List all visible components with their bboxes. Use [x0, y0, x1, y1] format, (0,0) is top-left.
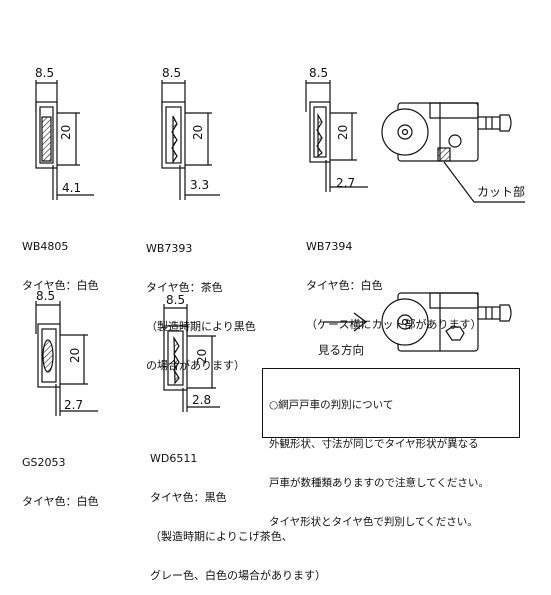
profile-wb4805 [35, 80, 94, 200]
part-desc-line: タイヤ色：茶色 [146, 281, 223, 294]
note-line: 外観形状、寸法が同じでタイヤ形状が異なる [269, 438, 479, 450]
part-desc-line: （製造時期により黒色 [146, 320, 256, 333]
dim-width-label: 8.5 [166, 293, 185, 307]
part-label-gs2053: GS2053 タイヤ色：白色 [22, 430, 99, 521]
dim-width-label: 8.5 [35, 66, 54, 80]
dim-height-label: 20 [68, 348, 82, 363]
dim-gap-label: 3.3 [190, 178, 209, 192]
profile-wd6511 [163, 304, 220, 412]
part-label-wb7394: WB7394 タイヤ色：白色 （ケース横にカット部があります） [306, 214, 481, 344]
dim-height-label: 20 [191, 125, 205, 140]
dim-gap-label: 4.1 [62, 181, 81, 195]
part-code: WB7394 [306, 240, 353, 253]
part-desc-line: （製造時期によりこげ茶色、 [150, 530, 293, 543]
part-code: WB7393 [146, 242, 193, 255]
view-direction-label: 見る方向 [318, 343, 364, 357]
part-code: GS2053 [22, 456, 66, 469]
note-line: 戸車が数種類ありますので注意してください。 [269, 477, 489, 489]
wheel-diagram: 8.5 20 4.1 8.5 20 3.3 8.5 20 2.7 [35, 66, 525, 416]
roller-side-view-top [381, 102, 512, 162]
cut-label: カット部 [477, 184, 525, 199]
part-desc-line: タイヤ色：白色 [22, 279, 99, 292]
dim-width-label: 8.5 [36, 289, 55, 303]
part-desc-line: の場合があります） [146, 359, 245, 372]
part-desc-line: タイヤ色：白色 [22, 495, 99, 508]
profile-wb7394 [305, 80, 368, 192]
cut-leader-line [443, 161, 525, 203]
part-code: WD6511 [150, 452, 198, 465]
dim-width-label: 8.5 [162, 66, 181, 80]
dim-gap-label: 2.7 [64, 398, 83, 412]
part-desc-line: タイヤ色：黒色 [150, 491, 227, 504]
part-desc-line: （ケース横にカット部があります） [306, 318, 482, 331]
profile-gs2053 [35, 301, 98, 416]
dim-height-label: 20 [336, 125, 350, 140]
dim-height-label: 20 [59, 125, 73, 140]
note-line: ○網戸戸車の判別について [269, 399, 394, 411]
view-direction-arrow [323, 312, 368, 332]
dim-gap-label: 2.7 [336, 176, 355, 190]
part-label-wb4805: WB4805 タイヤ色：白色 [22, 214, 99, 305]
part-label-wb7393: WB7393 タイヤ色：茶色 （製造時期により黒色 の場合があります） [146, 216, 256, 385]
dim-width-label: 8.5 [309, 66, 328, 80]
profile-wb7393 [161, 80, 220, 200]
part-code: WB4805 [22, 240, 69, 253]
dim-height-label: 20 [195, 349, 209, 364]
dim-gap-label: 2.8 [192, 393, 211, 407]
roller-side-view-bottom [381, 292, 512, 352]
part-desc-line: グレー色、白色の場合があります） [150, 569, 326, 582]
part-desc-line: タイヤ色：白色 [306, 279, 383, 292]
identification-note-box: ○網戸戸車の判別について 外観形状、寸法が同じでタイヤ形状が異なる 戸車が数種類… [262, 368, 520, 528]
note-line: タイヤ形状とタイヤ色で判別してください。 [269, 516, 478, 528]
